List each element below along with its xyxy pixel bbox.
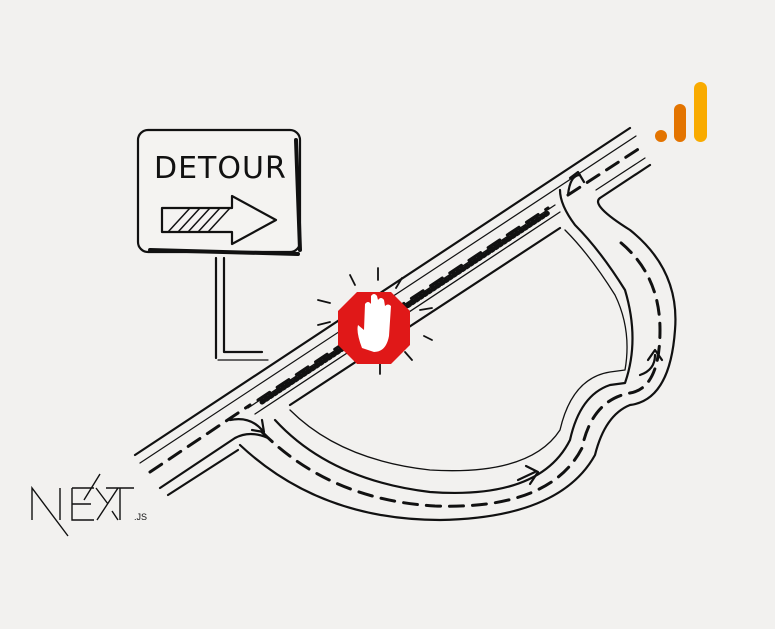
nextjs-suffix: .JS <box>134 512 147 522</box>
alert-burst <box>317 267 433 375</box>
detour-road <box>228 170 677 522</box>
nextjs-logo: .JS <box>31 473 147 537</box>
stop-sign-badge <box>338 292 410 364</box>
bar-chart-icon <box>655 82 707 142</box>
hand-stop-icon <box>357 294 391 352</box>
detour-sign <box>136 128 302 361</box>
detour-sign-text: DETOUR <box>154 151 287 186</box>
